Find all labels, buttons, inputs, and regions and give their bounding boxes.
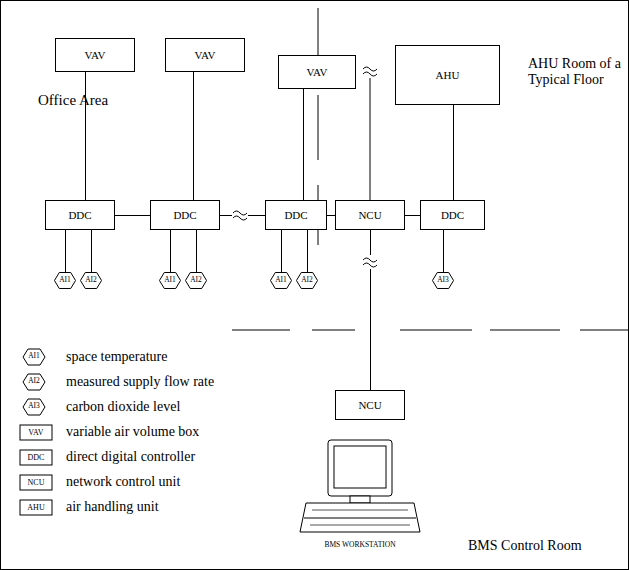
node-text: AI2 — [85, 276, 97, 284]
dashed-boundary — [232, 8, 629, 330]
wire-connector — [170, 230, 171, 272]
wire-connector — [307, 230, 308, 272]
node-text: DDC — [173, 209, 196, 221]
device-box: NCU — [335, 390, 405, 420]
symbol-label: VAV — [20, 428, 52, 437]
legend-text: carbon dioxide level — [66, 399, 180, 415]
symbol-label: AI2 — [23, 377, 45, 386]
legend-text: direct digital controller — [66, 449, 195, 465]
symbol-label: AI1 — [23, 352, 45, 361]
area-label: AHU Room of a Typical Floor — [528, 56, 624, 88]
legend-text: space temperature — [66, 349, 167, 365]
node-text: AHU — [436, 69, 460, 81]
device-box: DDC — [45, 200, 115, 230]
sensor-hexagon: AI1 — [159, 272, 181, 289]
legend-text: measured supply flow rate — [66, 374, 214, 390]
legend-text: network control unit — [66, 474, 180, 490]
legend-text: variable air volume box — [66, 424, 199, 440]
sensor-hexagon: AI1 — [54, 272, 76, 289]
device-box: DDC — [420, 200, 485, 230]
sensor-hexagon: AI1 — [270, 272, 292, 289]
symbol-label: AI3 — [23, 402, 45, 411]
sensor-hexagon: AI2 — [80, 272, 102, 289]
sensor-hexagon: AI3 — [432, 272, 454, 289]
symbol-label: DDC — [20, 453, 52, 462]
wire-connector — [115, 215, 150, 216]
wire-connector — [91, 230, 92, 272]
wire-connector — [303, 89, 304, 200]
area-label: Office Area — [38, 92, 158, 109]
symbol-label: AHU — [20, 503, 52, 512]
node-text: AI1 — [59, 276, 71, 284]
node-text: DDC — [441, 209, 464, 221]
wire-connector — [453, 105, 454, 200]
wire-connector — [85, 72, 86, 200]
device-box: VAV — [278, 55, 356, 89]
symbol-label: NCU — [20, 478, 52, 487]
node-text: DDC — [284, 209, 307, 221]
node-text: VAV — [307, 66, 328, 78]
riser-wire — [370, 76, 371, 200]
wire-connector — [196, 230, 197, 272]
wire-connector — [370, 230, 371, 390]
node-text: AI1 — [164, 276, 176, 284]
node-text: AI3 — [437, 276, 449, 284]
node-text: AI2 — [301, 276, 313, 284]
area-label: BMS WORKSTATION — [300, 541, 420, 550]
device-box: DDC — [150, 200, 220, 230]
legend-samples — [20, 349, 52, 515]
wire-connector — [193, 72, 194, 200]
wire-connector — [327, 215, 335, 216]
node-text: AI2 — [190, 276, 202, 284]
node-text: NCU — [358, 399, 381, 411]
node-text: VAV — [85, 49, 106, 61]
break-mark — [232, 64, 378, 269]
node-text: NCU — [358, 209, 381, 221]
device-box: VAV — [165, 38, 245, 72]
wire-connector — [281, 230, 282, 272]
node-text: AI1 — [275, 276, 287, 284]
device-box: DDC — [265, 200, 327, 230]
workstation-icon — [300, 440, 420, 532]
wire-connector — [405, 215, 420, 216]
sensor-hexagon: AI2 — [185, 272, 207, 289]
device-box: AHU — [395, 45, 500, 105]
device-box: VAV — [55, 38, 135, 72]
node-text: VAV — [195, 49, 216, 61]
node-text: DDC — [68, 209, 91, 221]
device-box: NCU — [335, 200, 405, 230]
wire-connector — [65, 230, 66, 272]
area-label: BMS Control Room — [468, 538, 618, 554]
wire-connector — [443, 230, 444, 272]
legend-text: air handling unit — [66, 499, 159, 515]
sensor-hexagon: AI2 — [296, 272, 318, 289]
